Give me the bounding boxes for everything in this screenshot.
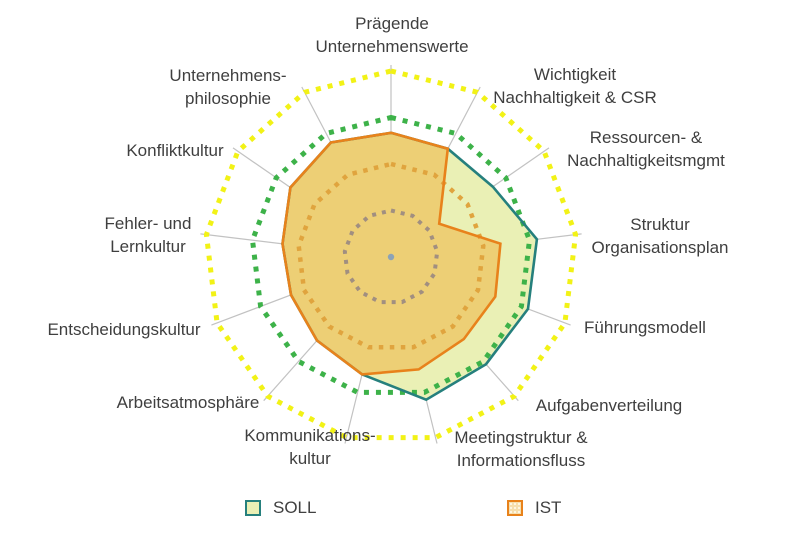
axis-label-12: Konfliktkultur [126, 141, 224, 160]
series-ist-area [282, 132, 501, 375]
legend-label-ist: IST [535, 498, 562, 517]
ring-level-1 [342, 208, 440, 305]
axis-label-5: Führungsmodell [584, 318, 706, 337]
ist-swatch-icon [507, 500, 523, 516]
legend-item-soll: SOLL [245, 498, 317, 517]
axis-label-8: Kommunikations-kultur [244, 426, 376, 468]
ring-level-3 [249, 114, 533, 395]
axis-label-7: Meetingstruktur &Informationsfluss [454, 428, 588, 470]
soll-swatch-icon [245, 500, 261, 516]
center-dot [387, 253, 395, 261]
axis-label-6: Aufgabenverteilung [535, 396, 683, 415]
axis-label-10: Entscheidungskultur [47, 320, 201, 339]
chart-legend: SOLL IST [0, 498, 800, 523]
ring-level-2 [296, 161, 486, 350]
axis-label-9: Arbeitsatmosphäre [116, 393, 260, 412]
legend-label-soll: SOLL [273, 498, 317, 517]
series-ist-line [281, 131, 502, 376]
ring-level-4 [203, 68, 579, 441]
axis-label-3: Ressourcen- &Nachhaltigkeitsmgmt [567, 128, 725, 170]
axis-label-13: Unternehmens-philosophie [169, 66, 287, 108]
legend-item-ist: IST [507, 498, 562, 517]
